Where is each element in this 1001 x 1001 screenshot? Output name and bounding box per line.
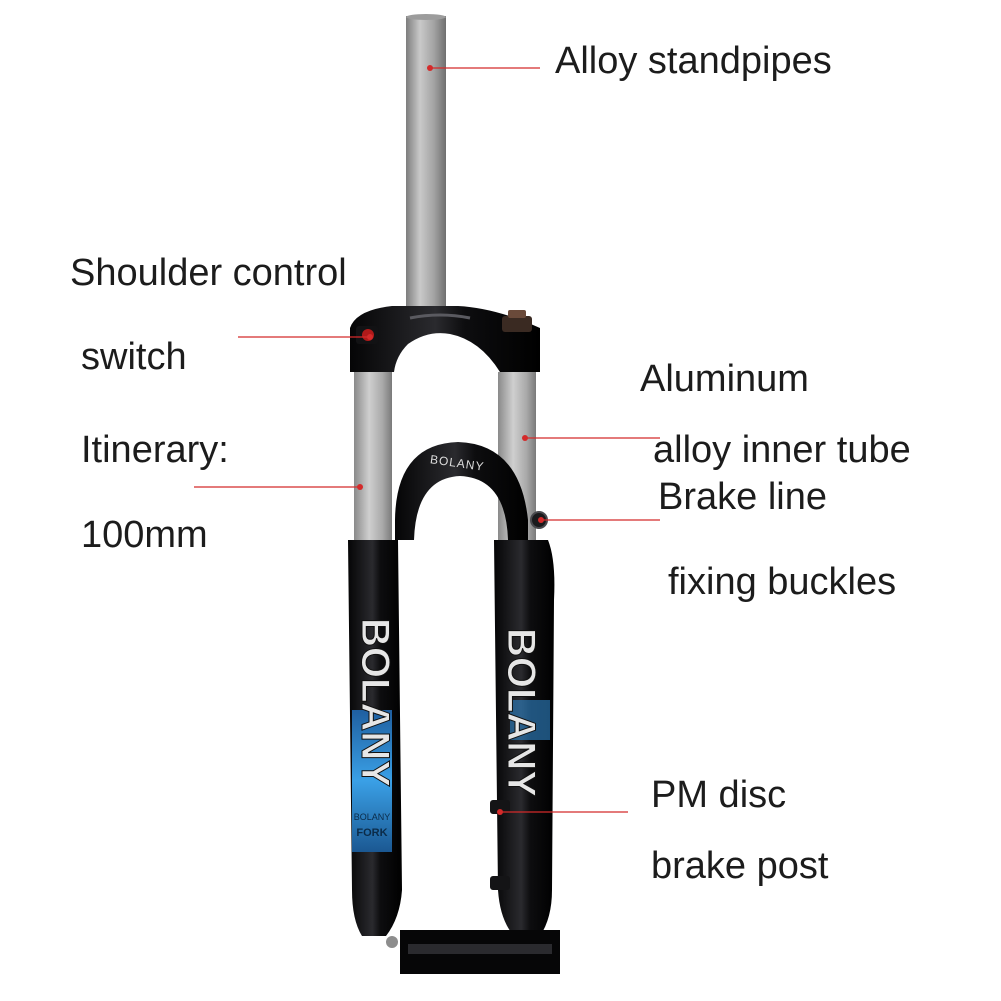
axle-bolt [386,936,398,948]
air-valve-cap [502,316,532,332]
callout-dot-itinerary [357,484,363,490]
blue-sticker-left [352,710,392,852]
leg-decal-right: BOLANY [499,628,543,797]
label-shoulder-control: Shoulder control [70,252,347,294]
callout-dot-standpipes [427,65,433,71]
callout-dot-brake-buckle [538,517,544,523]
dropout-highlight [408,944,552,954]
label-shoulder-switch: switch [81,336,187,378]
label-itinerary-value: 100mm [81,514,208,556]
label-itinerary: Itinerary: [81,429,229,471]
label-aluminum: Aluminum [640,358,809,400]
pm-mount-upper [490,800,510,814]
sticker-text-2: FORK [356,827,387,839]
label-pm-disc: PM disc [651,774,787,816]
label-brake-post: brake post [651,845,829,887]
label-brake-line: Brake line [658,476,827,518]
air-valve-top [508,310,526,318]
steerer-top [406,14,446,20]
leg-decal-left: BOLANY [353,618,397,787]
pm-mount-lower [490,876,510,890]
callout-dot-shoulder [367,334,373,340]
label-alloy-standpipes: Alloy standpipes [555,40,832,82]
inner-tube-left [354,372,392,540]
callout-dot-pm-disc [497,809,503,815]
fork-arch [395,442,528,540]
crown-highlight [409,313,471,320]
callout-dot-inner-tube [522,435,528,441]
fork-crown [350,306,540,372]
sticker-text-1: BOLANY [354,812,391,822]
label-alloy-inner-tube: alloy inner tube [653,429,911,471]
blue-sticker-right [510,700,550,740]
steerer-tube [406,16,446,308]
label-fixing-buckles: fixing buckles [668,561,897,603]
